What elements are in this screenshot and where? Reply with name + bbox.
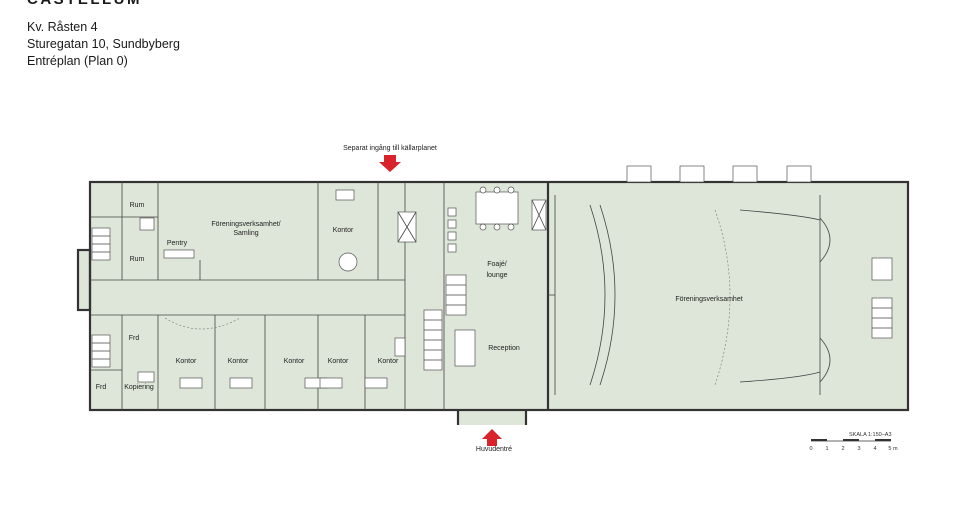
property-address: Sturegatan 10, Sundbyberg <box>27 37 180 51</box>
room-label: Rum <box>130 256 145 263</box>
skylights <box>626 165 812 183</box>
scale-bar: SKALA 1:150–A3 0 1 2 3 4 5 m <box>809 432 898 452</box>
interior-walls <box>90 182 821 410</box>
property-name: Kv. Råsten 4 <box>27 20 98 34</box>
room-label: Kontor <box>228 358 249 365</box>
room-label: Kopiering <box>124 384 154 391</box>
stairs <box>91 227 893 371</box>
separate-entrance-label: Separat ingång till källarplanet <box>343 144 437 152</box>
brand-logo: CASTELLUM <box>27 0 142 8</box>
scale-label: SKALA 1:150–A3 <box>849 432 892 438</box>
scale-tick: 0 <box>809 446 812 452</box>
elevators <box>397 199 547 243</box>
room-label: Kontor <box>176 358 197 365</box>
entrance-arrows <box>379 155 502 446</box>
room-label: Kontor <box>378 358 399 365</box>
room-label: Kontor <box>328 358 349 365</box>
room-label: Kontor <box>284 358 305 365</box>
room-label: lounge <box>486 272 507 279</box>
main-entrance-label: Huvudentré <box>476 446 512 453</box>
room-label: Kontor <box>333 227 354 234</box>
room-label: Reception <box>488 345 520 352</box>
room-fills <box>78 182 908 425</box>
scale-tick: 5 m <box>888 446 898 452</box>
scale-tick: 4 <box>873 446 876 452</box>
scale-tick: 1 <box>825 446 828 452</box>
room-label: Frd <box>129 335 140 342</box>
room-label: Foajé/ <box>487 261 507 268</box>
room-label: Pentry <box>167 240 188 247</box>
scale-tick: 3 <box>857 446 860 452</box>
room-label: Rum <box>130 202 145 209</box>
stage-outline <box>164 204 831 386</box>
scale-tick: 2 <box>841 446 844 452</box>
room-label: Föreningsverksamhet/ <box>211 221 280 228</box>
room-label: Föreningsverksamhet <box>675 296 742 303</box>
room-label: Frd <box>96 384 107 391</box>
furniture <box>137 186 519 389</box>
room-label: Samling <box>233 230 258 237</box>
floor-name: Entréplan (Plan 0) <box>27 54 128 68</box>
